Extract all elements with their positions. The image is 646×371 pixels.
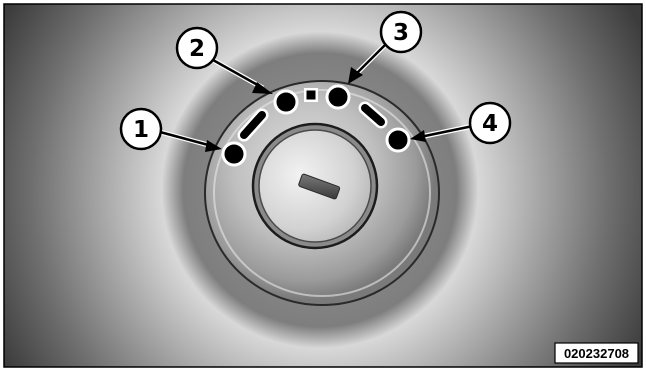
callout-1: 1 [121, 109, 161, 149]
position-dot-2 [275, 91, 297, 113]
callout-4: 4 [470, 103, 510, 143]
position-dot-4 [387, 129, 409, 151]
position-dot-3 [327, 86, 349, 108]
callout-3: 3 [381, 12, 421, 52]
callout-4-label: 4 [482, 111, 498, 137]
callout-1-label: 1 [133, 117, 149, 143]
position-dot-1 [223, 143, 245, 165]
callout-2-label: 2 [189, 36, 205, 62]
callout-2: 2 [177, 28, 217, 68]
callout-3-label: 3 [393, 20, 409, 46]
figure-code: 020232708 [564, 346, 629, 361]
marker-square-2-3 [304, 88, 318, 102]
figure-code-box: 020232708 [555, 343, 638, 363]
